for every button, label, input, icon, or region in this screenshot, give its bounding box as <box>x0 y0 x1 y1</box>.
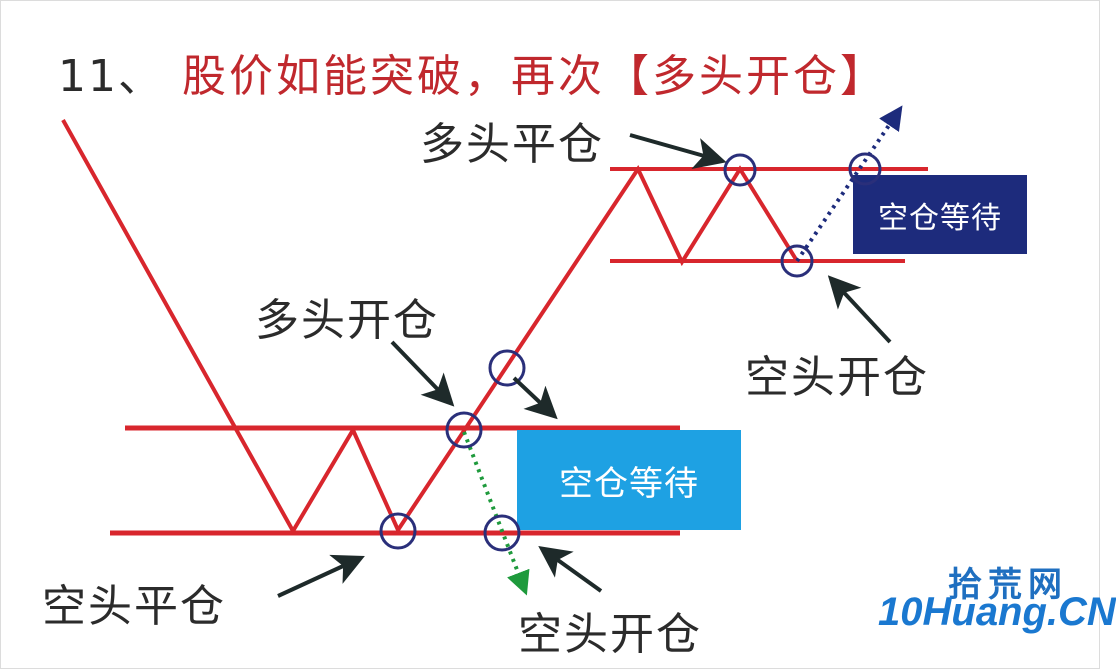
label-bottom-short-open: 空头开仓 <box>518 609 702 660</box>
top-wait-box-bg <box>853 175 1027 254</box>
circle-bottom-short-open <box>483 514 521 552</box>
arrow-mid-breakout <box>512 376 558 420</box>
label-top-long-close: 多头平仓 <box>420 119 604 170</box>
title-text: 股价如能突破，再次【多头开仓】 <box>182 51 887 102</box>
top-wait-box: 空仓等待 <box>878 200 1002 236</box>
watermark-cn: 拾荒网 <box>948 565 1068 605</box>
label-mid-long-open: 多头开仓 <box>255 295 439 346</box>
arrow-long-open <box>390 340 455 407</box>
label-bottom-short-close: 空头平仓 <box>42 581 226 632</box>
price-path <box>61 119 799 536</box>
bottom-wait-box-bg <box>517 430 741 530</box>
arrow-top-long-close <box>629 133 727 169</box>
title-number: 11、 <box>58 51 164 102</box>
arrow-top-short-open <box>827 275 892 344</box>
circle-top-long-close <box>723 153 757 187</box>
bottom-wait-box: 空仓等待 <box>559 463 699 504</box>
arrow-short-close <box>277 554 365 598</box>
label-top-short-open: 空头开仓 <box>745 352 929 403</box>
arrow-bottom-short-open <box>538 546 603 593</box>
up-breakout-dotted-arrow <box>795 105 903 263</box>
down-breakout-dotted-arrow <box>462 431 530 596</box>
watermark-en: 10Huang.CN <box>878 590 1116 634</box>
circle-top-short-open <box>780 244 814 278</box>
circle-long-open <box>445 411 483 449</box>
circle-mid-breakout <box>488 349 526 387</box>
circle-short-close <box>379 512 417 550</box>
circle-top-breakout <box>848 152 882 186</box>
